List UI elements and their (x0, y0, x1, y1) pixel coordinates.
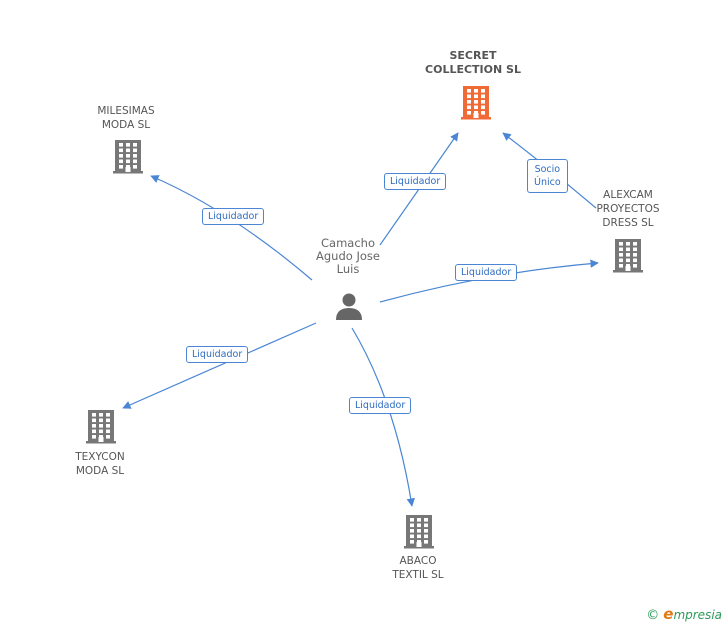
edge-label-liquidador-alexcam[interactable]: Liquidador (455, 264, 518, 281)
empresia-logo-initial: e (663, 605, 674, 623)
company-name-line: MILESIMAS (97, 105, 155, 117)
empresia-footer[interactable]: ©empresia (646, 605, 722, 623)
copyright-icon: © (646, 608, 660, 623)
edge-label-liquidador-abaco[interactable]: Liquidador (349, 397, 412, 414)
company-label-abaco-textil[interactable]: ABACO TEXTIL SL (370, 554, 466, 582)
company-label-secret-collection[interactable]: SECRET COLLECTION SL (408, 49, 538, 77)
person-icon[interactable] (334, 291, 364, 326)
person-label-camacho[interactable]: Camacho Agudo Jose Luis (300, 237, 396, 276)
company-name-line: MODA SL (101, 119, 151, 131)
building-icon[interactable] (111, 138, 145, 179)
building-icon[interactable] (611, 237, 645, 278)
building-icon[interactable] (84, 408, 118, 449)
empresia-logo-text: mpresia (673, 608, 722, 622)
company-name-line: PROYECTOS (596, 203, 660, 215)
person-name-line: Agudo Jose (316, 249, 380, 263)
company-name-line: TEXTIL SL (392, 569, 444, 581)
company-name-line: ABACO (399, 555, 437, 567)
edge-label-liquidador-secret[interactable]: Liquidador (384, 173, 447, 190)
company-name-line: COLLECTION SL (425, 63, 521, 76)
edge-label-liquidador-texycon[interactable]: Liquidador (186, 346, 249, 363)
edge-label-liquidador-milesimas[interactable]: Liquidador (202, 208, 265, 225)
edge-person-abaco (351, 327, 415, 507)
edge-label-socio-unico[interactable]: Socio Único (527, 159, 568, 193)
edge-person-texycon (122, 322, 317, 409)
building-icon[interactable] (459, 84, 493, 125)
company-name-line: TEXYCON (75, 451, 125, 463)
company-name-line: SECRET (449, 49, 497, 62)
company-name-line: MODA SL (75, 465, 125, 477)
person-name-line: Luis (336, 262, 360, 276)
company-label-alexcam-proyectos[interactable]: ALEXCAM PROYECTOS DRESS SL (580, 188, 676, 230)
company-label-texycon-moda[interactable]: TEXYCON MODA SL (52, 450, 148, 478)
person-name-line: Camacho (321, 236, 375, 250)
edge-person-milesimas (150, 175, 313, 281)
company-label-milesimas-moda[interactable]: MILESIMAS MODA SL (78, 104, 174, 132)
company-name-line: DRESS SL (602, 217, 654, 229)
company-name-line: ALEXCAM (603, 189, 653, 201)
building-icon[interactable] (402, 513, 436, 554)
